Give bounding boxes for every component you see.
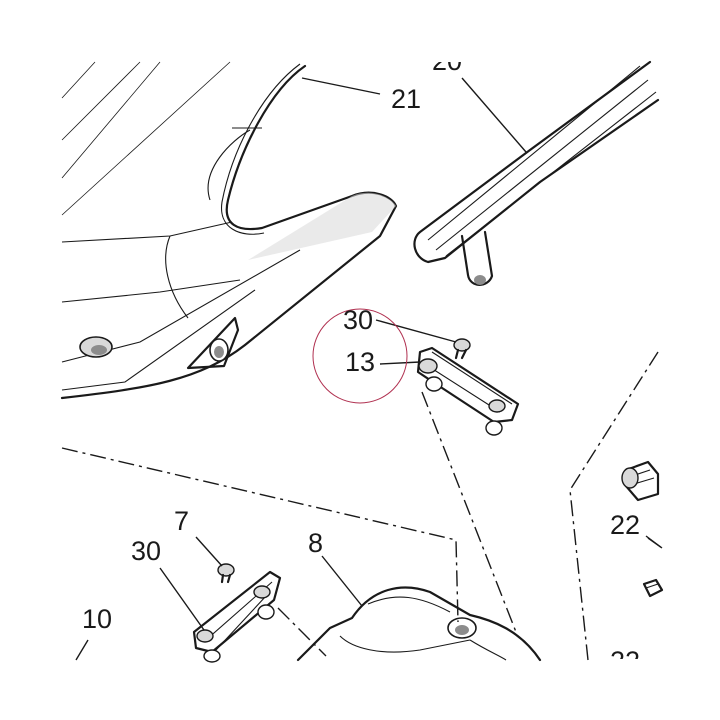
leader-20 bbox=[461, 77, 527, 153]
leader-13 bbox=[379, 361, 421, 365]
leader-30-bottom bbox=[159, 567, 205, 631]
callout-8: 8 bbox=[308, 528, 324, 558]
callout-30-bottom: 30 bbox=[131, 536, 162, 566]
highlight-circle bbox=[312, 308, 408, 404]
callout-20: 20 bbox=[432, 46, 463, 76]
assembly-lines bbox=[61, 351, 663, 661]
callout-30-top: 30 bbox=[343, 305, 374, 335]
seal-strip bbox=[413, 60, 660, 286]
clip-bracket-13 bbox=[416, 338, 520, 436]
callout-7: 7 bbox=[174, 506, 190, 536]
fairing-panel bbox=[60, 61, 398, 400]
callout-10: 10 bbox=[82, 604, 113, 634]
callout-13: 13 bbox=[345, 347, 376, 377]
callout-22-upper: 22 bbox=[610, 510, 641, 540]
clip-bracket-lower bbox=[192, 563, 282, 663]
bolt-22-upper bbox=[621, 460, 660, 502]
callout-21: 21 bbox=[391, 84, 422, 114]
leader-21 bbox=[301, 77, 381, 95]
leader-lines bbox=[75, 77, 663, 661]
leader-7 bbox=[195, 536, 223, 567]
bolt-22-lower bbox=[642, 578, 664, 598]
leader-8 bbox=[321, 555, 363, 607]
lower-cover-8 bbox=[296, 586, 542, 662]
leader-22-upper bbox=[645, 535, 663, 549]
leader-30-top bbox=[375, 319, 457, 343]
leader-10 bbox=[75, 639, 89, 661]
callout-22-lower: 22 bbox=[610, 646, 641, 676]
